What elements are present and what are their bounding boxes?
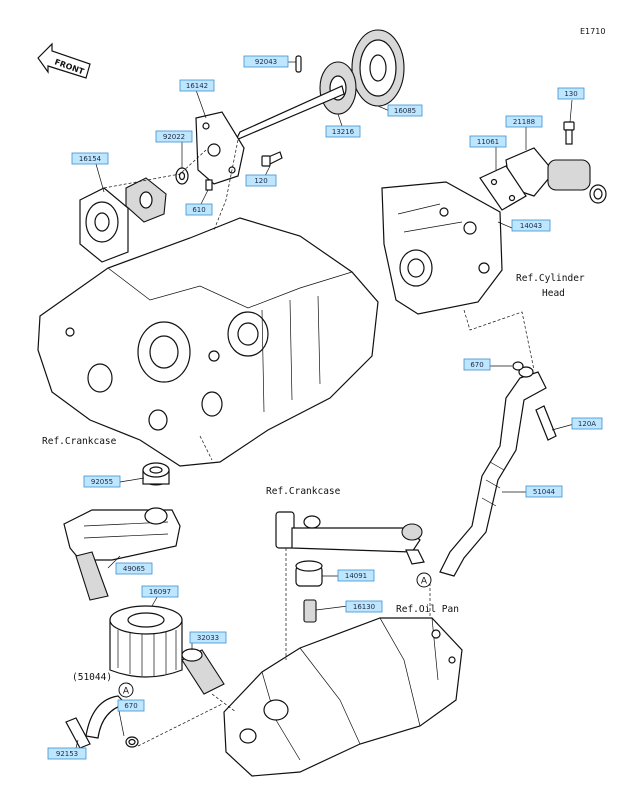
callout-14091-label: 14091 — [345, 572, 367, 580]
pump-cover-part — [195, 111, 245, 185]
callout-21188-label: 21188 — [513, 118, 535, 126]
callout-670-top-label: 670 — [470, 361, 483, 369]
callout-51044[interactable]: 51044 — [525, 485, 563, 498]
callout-610[interactable]: 610 — [185, 203, 213, 216]
callout-16097[interactable]: 16097 — [141, 585, 179, 598]
callout-670-top[interactable]: 670 — [463, 358, 491, 371]
ref-crankcase-mid-text: Ref.Crankcase — [266, 486, 341, 497]
relief-valve-part — [303, 599, 317, 623]
callout-120[interactable]: 120 — [245, 174, 277, 187]
callout-610-label: 610 — [192, 206, 205, 214]
callout-21188[interactable]: 21188 — [505, 115, 543, 128]
ref-hose-text: (51044) — [72, 672, 112, 683]
large-sprocket-part — [351, 29, 405, 107]
callout-92055-label: 92055 — [91, 478, 113, 486]
callout-16085[interactable]: 16085 — [387, 104, 423, 117]
callout-16085-label: 16085 — [394, 107, 416, 115]
callout-16142[interactable]: 16142 — [179, 79, 215, 92]
bolt-120a-part — [535, 405, 557, 441]
oil-filter-part — [109, 605, 183, 678]
pump-shaft-part — [234, 85, 345, 142]
crankcase-ref-part — [37, 217, 379, 467]
callout-13216-label: 13216 — [332, 128, 355, 136]
connector-marker-a-bottom: A — [118, 682, 134, 698]
callout-92022-label: 92022 — [163, 133, 185, 141]
oil-seal-part — [142, 462, 170, 486]
marker-a-bottom-label: A — [123, 687, 130, 697]
callout-16097-label: 16097 — [149, 588, 171, 596]
callout-11061[interactable]: 11061 — [469, 135, 507, 148]
ref-cylinder-head-text-2: Head — [542, 288, 565, 299]
filter-pipe-part — [181, 648, 225, 695]
diagram-code: E1710 — [580, 27, 605, 36]
pin-part — [295, 55, 302, 73]
callout-130[interactable]: 130 — [557, 87, 585, 100]
callout-92153-label: 92153 — [56, 750, 78, 758]
front-arrow-icon: FRONT — [37, 42, 91, 79]
ref-oil-pan-text: Ref.Oil Pan — [396, 604, 459, 615]
connector-marker-a-top: A — [416, 572, 432, 588]
ref-crankcase-left-text: Ref.Crankcase — [42, 436, 117, 447]
callout-670-bottom-label: 670 — [124, 702, 137, 710]
rotor-set-part — [79, 177, 167, 263]
callout-92043-label: 92043 — [255, 58, 277, 66]
gasket-part — [479, 165, 527, 211]
callout-92043[interactable]: 92043 — [243, 55, 289, 68]
callout-32033-label: 32033 — [197, 634, 219, 642]
cylinder-head-ref-part — [381, 181, 503, 315]
callout-14091[interactable]: 14091 — [337, 569, 375, 582]
marker-a-top-label: A — [421, 577, 428, 587]
callout-92022[interactable]: 92022 — [155, 130, 193, 143]
sleeve-part — [295, 560, 323, 587]
o-ring-part — [512, 361, 524, 371]
callout-11061-label: 11061 — [477, 138, 499, 146]
callout-120-label: 120 — [254, 177, 267, 185]
dowel-pin-part — [205, 179, 213, 191]
callout-14043[interactable]: 14043 — [511, 219, 551, 232]
callout-49065-label: 49065 — [123, 565, 145, 573]
callout-16154-label: 16154 — [79, 155, 102, 163]
callout-120A[interactable]: 120A — [571, 417, 603, 430]
callout-92153[interactable]: 92153 — [47, 747, 87, 760]
bolt-130-part — [563, 121, 575, 145]
callout-130-label: 130 — [564, 90, 577, 98]
bolt-92153-part — [65, 717, 91, 749]
bolt-part — [261, 151, 283, 167]
callout-670-bottom[interactable]: 670 — [117, 699, 145, 712]
callout-16142-label: 16142 — [186, 82, 208, 90]
oil-pan-ref-part — [223, 617, 463, 777]
oil-pipe-part — [439, 366, 547, 577]
ref-cylinder-head-text: Ref.Cylinder — [516, 273, 585, 284]
callout-14043-label: 14043 — [520, 222, 542, 230]
callout-13216[interactable]: 13216 — [325, 125, 361, 138]
oil-strainer-part — [63, 507, 181, 601]
callout-49065[interactable]: 49065 — [115, 562, 153, 575]
callout-16154[interactable]: 16154 — [71, 152, 109, 165]
callout-51044-label: 51044 — [533, 488, 556, 496]
pipe-arm-part — [275, 511, 425, 565]
callout-92055[interactable]: 92055 — [83, 475, 121, 488]
washer-part — [175, 167, 189, 185]
callout-32033[interactable]: 32033 — [189, 631, 227, 644]
callout-120A-label: 120A — [578, 420, 596, 428]
callout-16130[interactable]: 16130 — [345, 600, 383, 613]
callout-16130-label: 16130 — [353, 603, 375, 611]
